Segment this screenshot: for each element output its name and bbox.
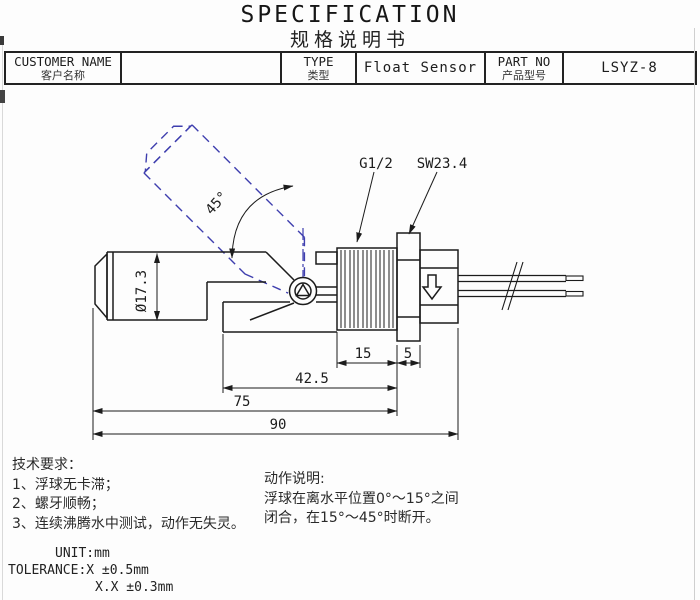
- customer-name-label-en: CUSTOMER NAME: [14, 53, 112, 69]
- wire-break-icon: [501, 261, 524, 311]
- action-notes-title: 动作说明:: [264, 471, 325, 487]
- page-title: SPECIFICATION: [240, 2, 460, 28]
- dimension-lines: [92, 171, 459, 440]
- type-label-zh: 类型: [307, 68, 330, 82]
- dim-overall-length: 90: [270, 417, 287, 433]
- action-note-line-1: 浮球在离水平位置0°～15°之间: [264, 490, 459, 507]
- customer-name-label-zh: 客户名称: [41, 68, 85, 82]
- page-right-edge-line: [694, 28, 695, 600]
- action-notes: 动作说明: 浮球在离水平位置0°～15°之间 闭合，在15°～45°时断开。: [264, 470, 459, 529]
- page-title-zh: 规格说明书: [289, 29, 410, 51]
- technical-notes-title: 技术要求：: [12, 457, 82, 473]
- customer-name-cell: CUSTOMER NAME 客户名称: [6, 53, 120, 83]
- tolerance-line-1: TOLERANCE:X ±0.5mm: [8, 563, 149, 578]
- part-no-label-zh: 产品型号: [502, 68, 546, 82]
- technical-note-2: 2、螺牙顺畅；: [12, 496, 105, 512]
- part-no-value: LSYZ-8: [601, 60, 658, 76]
- scan-blot-top: [0, 36, 4, 45]
- unit-label: UNIT:mm: [55, 546, 110, 561]
- float-phantom-45deg: [143, 124, 306, 294]
- spec-header-table: CUSTOMER NAME 客户名称 TYPE 类型 Float Sensor …: [4, 51, 697, 85]
- sensor-hex-body: [419, 249, 459, 324]
- dim-thread-length: 15: [355, 346, 372, 362]
- type-label-cell: TYPE 类型: [280, 53, 355, 83]
- flow-direction-arrow-icon: [421, 274, 443, 301]
- thread-spec-label: G1/2: [359, 156, 393, 172]
- customer-name-value-cell: [120, 53, 280, 83]
- dim-body-length: 75: [234, 394, 251, 410]
- technical-note-1: 1、浮球无卡滞；: [12, 476, 119, 493]
- swing-angle-label: 45°: [203, 189, 232, 219]
- part-no-value-cell: LSYZ-8: [562, 53, 695, 83]
- float-body: [94, 251, 338, 333]
- dim-stem-length: 42.5: [295, 371, 329, 387]
- part-no-label-en: PART NO: [497, 53, 551, 69]
- technical-notes: 技术要求： 1、浮球无卡滞； 2、螺牙顺畅； 3、连续沸腾水中测试，动作无失灵。: [12, 456, 245, 534]
- action-note-line-2: 闭合，在15°～45°时断开。: [264, 510, 440, 526]
- technical-note-3: 3、连续沸腾水中测试，动作无失灵。: [12, 515, 245, 532]
- tolerance-line-2: X.X ±0.3mm: [95, 580, 174, 595]
- type-value: Float Sensor: [363, 60, 478, 76]
- threaded-stem: [336, 247, 398, 331]
- hex-nut-flange: [396, 232, 421, 342]
- page-left-edge-line: [2, 45, 3, 600]
- scan-blot-bottom: [0, 90, 5, 103]
- float-diameter-label: Ø17.3: [134, 270, 150, 312]
- wrench-size-label: SW23.4: [417, 156, 468, 172]
- pivot-pin-icon: [288, 276, 318, 306]
- dim-nut-width: 5: [404, 346, 412, 362]
- part-no-label-cell: PART NO 产品型号: [484, 53, 562, 83]
- type-value-cell: Float Sensor: [355, 53, 484, 83]
- lead-wires: [458, 261, 584, 311]
- type-label-en: TYPE: [303, 53, 334, 69]
